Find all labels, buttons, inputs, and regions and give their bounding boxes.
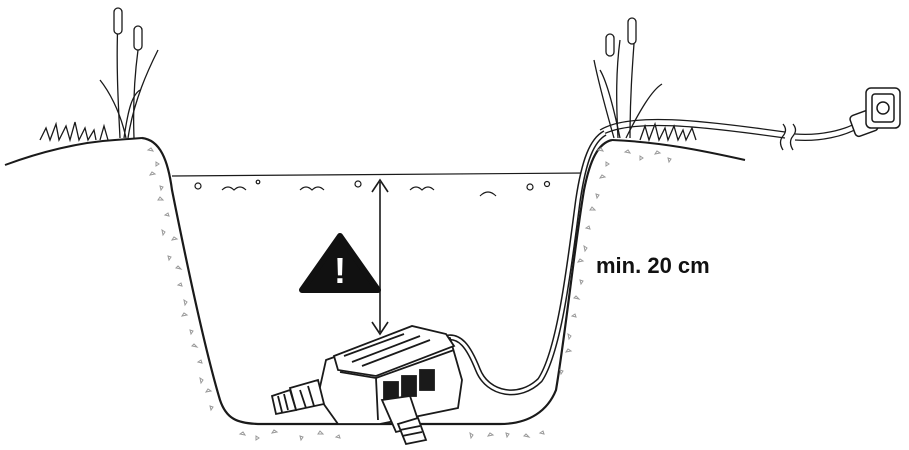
pump-icon: [270, 325, 463, 446]
depth-label: min. 20 cm: [596, 253, 710, 278]
power-cable: [599, 118, 859, 151]
warning-triangle-icon: !: [299, 233, 381, 293]
ground-right: [611, 139, 746, 161]
ground-left: [4, 137, 143, 166]
warning-symbol: !: [334, 250, 346, 291]
pump-hose: [438, 130, 607, 396]
water-surface: [171, 172, 587, 197]
depth-arrow-icon: [371, 178, 389, 336]
grass-left: [39, 121, 109, 143]
grass-right: [639, 121, 697, 143]
cattail-plant-icon: [593, 17, 663, 139]
cattail-plant-icon: [99, 7, 159, 139]
power-plug-icon: [849, 87, 901, 138]
gravel-texture: [146, 147, 672, 442]
